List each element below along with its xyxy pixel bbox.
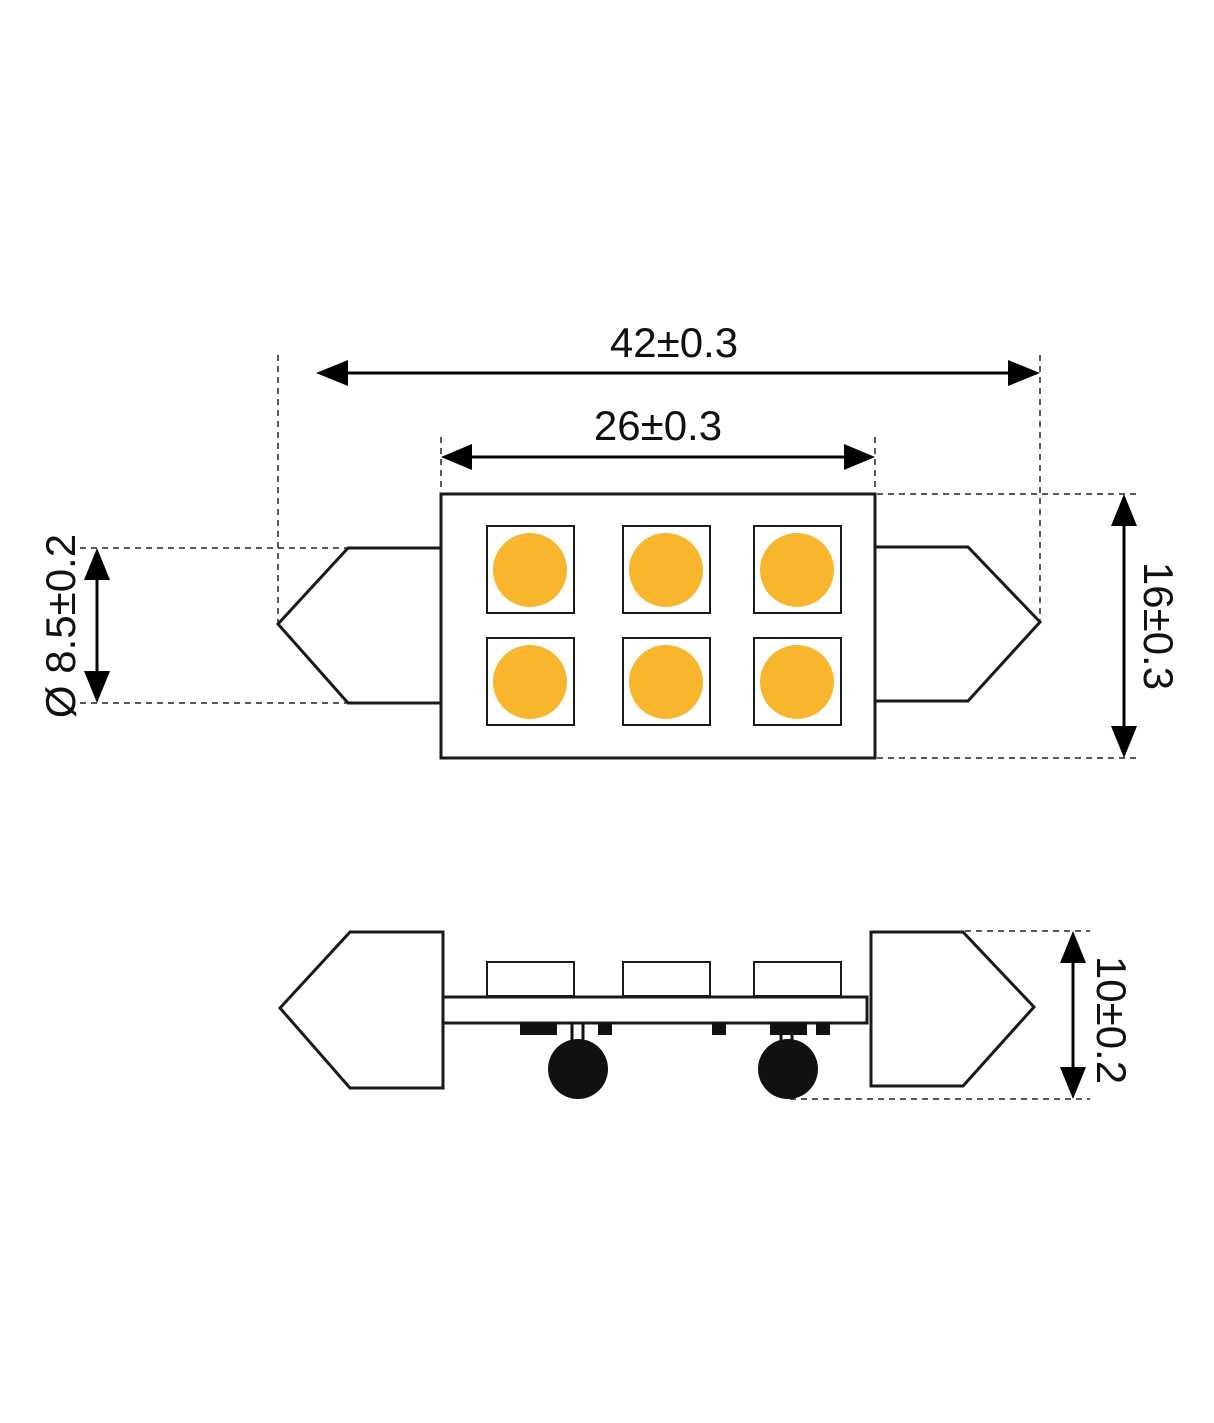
led-row-top	[486, 525, 842, 614]
cap-diameter-dimension: Ø 8.5±0.2	[37, 534, 110, 718]
led-chip-profile	[622, 961, 711, 997]
led-chip-profile	[753, 961, 842, 997]
side-view: 10±0.2	[277, 930, 1135, 1100]
smd-component	[712, 1023, 726, 1035]
led-emitter	[760, 645, 834, 719]
smd-component	[770, 1023, 807, 1035]
total-length-label: 42±0.3	[610, 319, 738, 366]
body-height-label: 16±0.3	[1135, 562, 1182, 690]
resistor-body	[548, 1039, 608, 1099]
left-end-cap-profile	[277, 930, 445, 1090]
resistor-body	[758, 1039, 818, 1099]
pcb-profile	[441, 995, 869, 1025]
right-end-cap	[875, 545, 1043, 703]
left-end-cap	[275, 546, 441, 705]
smd-component	[520, 1023, 557, 1035]
total-length-dimension: 42±0.3	[316, 319, 1040, 386]
led-chip-profile	[486, 961, 575, 997]
smd-component	[598, 1023, 612, 1035]
led-emitter	[629, 533, 703, 607]
right-end-cap-profile	[869, 930, 1037, 1088]
led-emitter	[629, 645, 703, 719]
top-view: 42±0.3 26±0.3 Ø 8.5±0.2 16±0.3	[37, 319, 1182, 760]
led-emitter	[493, 645, 567, 719]
cap-diameter-label: Ø 8.5±0.2	[37, 534, 84, 718]
side-height-dimension: 10±0.2	[1060, 931, 1135, 1099]
led-emitter	[760, 533, 834, 607]
smd-component	[816, 1023, 830, 1035]
side-height-label: 10±0.2	[1088, 956, 1135, 1084]
body-length-label: 26±0.3	[594, 402, 722, 449]
body-height-dimension: 16±0.3	[1111, 494, 1182, 758]
led-emitter	[493, 533, 567, 607]
body-length-dimension: 26±0.3	[441, 402, 875, 470]
led-row-bottom	[486, 637, 842, 726]
